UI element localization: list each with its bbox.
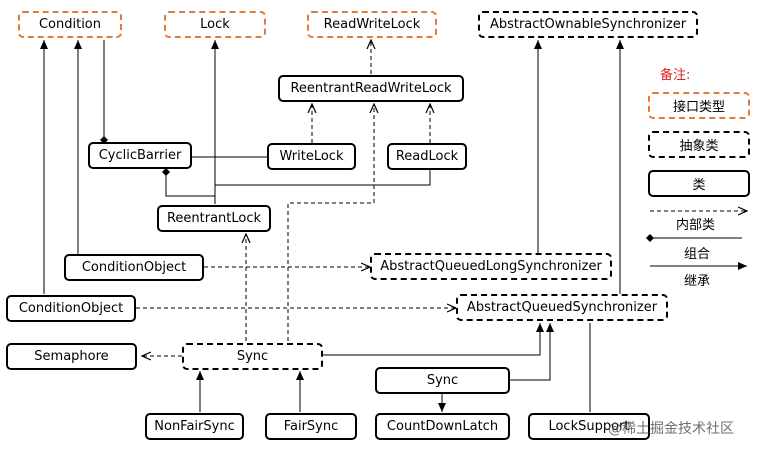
node-sync-countdownlatch[interactable]: Sync — [375, 367, 510, 394]
node-condition-label: Condition — [38, 17, 102, 32]
node-fairsync-label: FairSync — [283, 419, 339, 434]
node-abstractqueuedlongsynchronizer[interactable]: AbstractQueuedLongSynchronizer — [370, 253, 612, 280]
node-nonfairsync[interactable]: NonFairSync — [145, 413, 244, 440]
node-aqls-label: AbstractQueuedLongSynchronizer — [380, 259, 602, 274]
node-semaphore[interactable]: Semaphore — [6, 343, 137, 370]
node-aqs-label: AbstractQueuedSynchronizer — [466, 300, 658, 315]
legend-inheritance-label: 继承 — [684, 274, 711, 289]
node-sync-semaphore[interactable]: Sync — [182, 343, 323, 370]
node-locksupport-label: LockSupport — [548, 419, 630, 434]
node-cyclicbarrier-label: CyclicBarrier — [98, 148, 182, 163]
node-readwritelock[interactable]: ReadWriteLock — [307, 11, 437, 38]
node-reentrantlock-label: ReentrantLock — [166, 211, 262, 226]
node-reentrantlock[interactable]: ReentrantLock — [157, 205, 271, 232]
node-readlock[interactable]: ReadLock — [387, 143, 467, 170]
node-conditionobject-long[interactable]: ConditionObject — [64, 254, 204, 281]
node-nonfairsync-label: NonFairSync — [154, 419, 235, 434]
edge-sync1-aqs — [323, 323, 544, 356]
node-sync2-label: Sync — [426, 373, 459, 388]
legend-abstract-box: 抽象类 — [648, 131, 750, 158]
legend-inner-label: 内部类 — [676, 218, 716, 233]
node-cyclicbarrier[interactable]: CyclicBarrier — [88, 142, 192, 169]
edge-rrwl-lock-link — [215, 170, 431, 186]
node-readlock-label: ReadLock — [395, 149, 459, 164]
node-lock[interactable]: Lock — [164, 11, 266, 38]
node-rrwl-label: ReentrantReadWriteLock — [290, 81, 452, 96]
edge-sync-rrwl — [287, 104, 374, 341]
node-condobj2-label: ConditionObject — [18, 301, 124, 316]
legend-title: 备注: — [660, 68, 691, 83]
node-lock-label: Lock — [200, 17, 230, 32]
node-aos-label: AbstractOwnableSynchronizer — [489, 17, 687, 32]
legend-interface-label: 接口类型 — [672, 100, 725, 115]
node-writelock-label: WriteLock — [279, 149, 344, 164]
node-locksupport[interactable]: LockSupport — [528, 413, 650, 440]
legend-class-label: 类 — [692, 178, 706, 193]
watermark: @稀土掘金技术社区 — [608, 421, 734, 437]
legend-class-box: 类 — [648, 170, 750, 197]
legend-composition-label: 组合 — [684, 247, 711, 262]
node-writelock[interactable]: WriteLock — [267, 143, 356, 170]
edge-reentrantlock-cyclicbarrier — [162, 168, 216, 204]
node-readwritelock-label: ReadWriteLock — [323, 17, 421, 32]
node-countdownlatch[interactable]: CountDownLatch — [375, 413, 510, 440]
node-abstractqueuedsynchronizer[interactable]: AbstractQueuedSynchronizer — [456, 294, 668, 321]
node-condobj1-label: ConditionObject — [81, 260, 187, 275]
legend-abstract-label: 抽象类 — [679, 139, 719, 154]
node-countdownlatch-label: CountDownLatch — [386, 419, 499, 434]
node-reentrantreadwritelock[interactable]: ReentrantReadWriteLock — [278, 75, 464, 102]
node-abstractownablesynchronizer[interactable]: AbstractOwnableSynchronizer — [478, 11, 698, 38]
node-condition[interactable]: Condition — [18, 11, 122, 38]
node-sync1-label: Sync — [236, 349, 269, 364]
node-fairsync[interactable]: FairSync — [265, 413, 357, 440]
legend-interface-box: 接口类型 — [648, 92, 750, 119]
node-semaphore-label: Semaphore — [34, 349, 109, 364]
node-conditionobject[interactable]: ConditionObject — [6, 295, 136, 322]
edge-sync2-aqs — [510, 323, 554, 381]
